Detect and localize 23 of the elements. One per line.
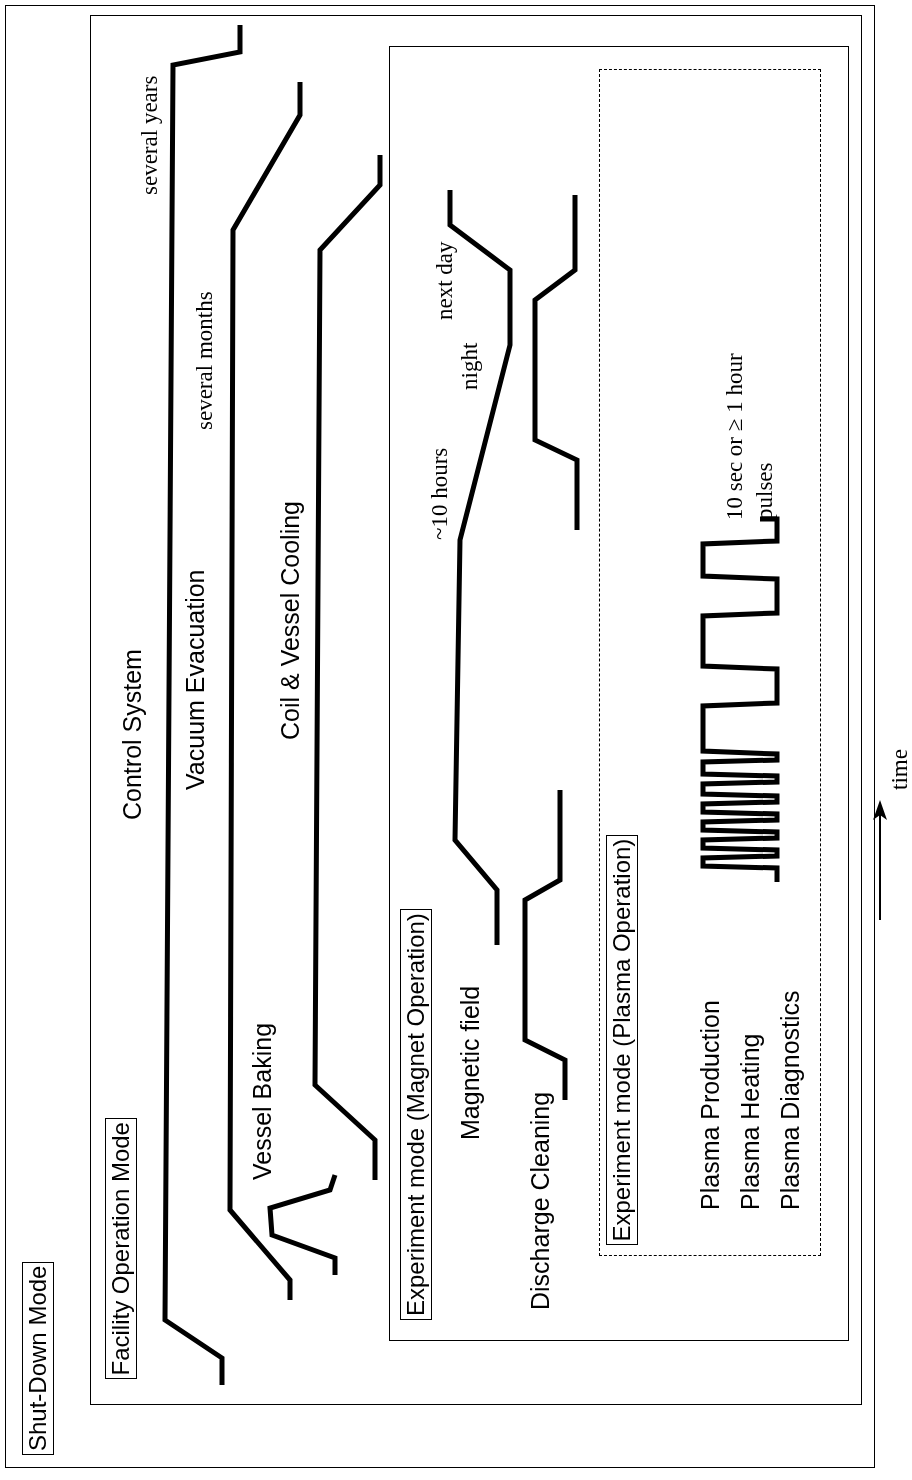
duration-label: ~10 hours xyxy=(426,447,453,540)
duration-label: several years xyxy=(136,75,163,195)
track-label: Magnetic field xyxy=(455,985,485,1140)
axis-label: time xyxy=(886,749,912,790)
track-label: Discharge Cleaning xyxy=(525,1091,555,1310)
mode-title: Experiment mode (Magnet Operation) xyxy=(400,909,432,1320)
duration-label: night xyxy=(456,342,483,390)
track-label: Control System xyxy=(117,649,147,820)
track-label: Plasma Heating xyxy=(735,1033,765,1210)
track-label: Coil & Vessel Cooling xyxy=(275,501,305,740)
track-label: Vacuum Evacuation xyxy=(180,569,210,790)
mode-title: Experiment mode (Plasma Operation) xyxy=(605,834,638,1246)
duration-label: next day xyxy=(431,241,458,320)
duration-label: several months xyxy=(191,291,218,430)
mode-frame xyxy=(89,15,862,1406)
track-label: Vessel Baking xyxy=(247,1022,277,1180)
mode-frame xyxy=(389,46,849,1341)
dashed-mode-frame xyxy=(598,69,821,1257)
track-label: Plasma Production xyxy=(695,1000,725,1210)
track-label: Plasma Diagnostics xyxy=(775,990,805,1210)
mode-title: Facility Operation Mode xyxy=(104,1118,137,1380)
mode-frame xyxy=(5,5,875,1468)
mode-title: Shut-Down Mode xyxy=(22,1261,54,1455)
